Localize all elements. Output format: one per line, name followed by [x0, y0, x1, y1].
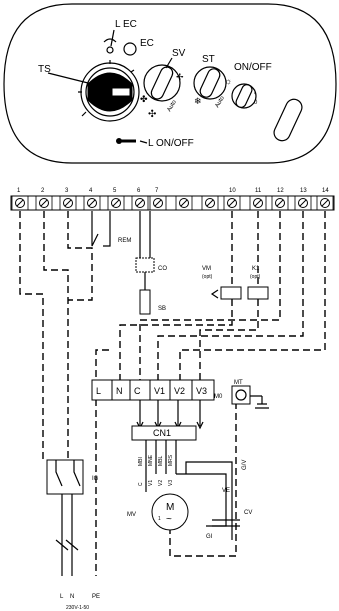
wire-color-label: MRS [168, 454, 174, 466]
motor-lead-label: V2 [158, 480, 164, 486]
switch-off-mark: 0 [254, 100, 258, 106]
cv-label: CV [244, 510, 252, 516]
ec-indicator-light [103, 38, 117, 54]
on-off-indicator-light [116, 138, 136, 144]
k1-label: K1 [252, 266, 260, 272]
terminal-number: 10 [229, 188, 236, 194]
fan-low-icon: ✢ [176, 72, 184, 82]
terminal-number: 3 [65, 188, 69, 194]
switch-on-mark: I [254, 90, 256, 96]
gv-label: G/V [242, 460, 248, 470]
sv-auto-label: Auto [167, 99, 179, 113]
k1-opt-label: (opt) [250, 274, 261, 280]
sv-label: SV [172, 48, 186, 59]
terminal-number: 1 [17, 188, 21, 194]
panel-slot [273, 98, 303, 142]
terminal-number: 6 [137, 188, 141, 194]
gi-label: GI [206, 534, 213, 540]
season-switch-knob[interactable] [193, 66, 227, 100]
fan-mid-icon: ✤ [140, 94, 148, 104]
ec-label: EC [140, 38, 154, 49]
cooling-snow-icon: ❄ [194, 96, 202, 106]
control-panel: TS L EC EC SV Auto ✢ ✤ ✣ ST Auto ☼ ❄ [3, 3, 337, 164]
cn1-connector [131, 425, 197, 441]
st-auto-label: Auto [215, 95, 227, 109]
fan-motor [151, 493, 189, 531]
terminal-number: 13 [300, 188, 307, 194]
wire-color-label: MNE [148, 454, 154, 466]
board-terminal-label: V1 [154, 386, 165, 396]
mv-label: MV [127, 512, 136, 518]
vm-label: VM [202, 266, 211, 272]
l-on-off-label: L ON/OFF [148, 138, 194, 149]
vm-opt-label: (opt) [202, 274, 213, 280]
terminal-number: 2 [41, 188, 45, 194]
cn1-label: CN1 [153, 428, 171, 438]
earth-terminal [231, 385, 251, 405]
on-off-label: ON/OFF [234, 62, 272, 73]
supply-n-label: N [70, 594, 74, 600]
ts-label: TS [38, 64, 51, 75]
rem-label: REM [118, 238, 131, 244]
co-label: CO [158, 266, 167, 272]
sb-label: SB [158, 306, 166, 312]
terminal-number: 11 [255, 188, 262, 194]
st-label: ST [202, 54, 215, 65]
fan-speed-knob[interactable] [143, 64, 181, 102]
terminal-number: 12 [277, 188, 284, 194]
motor-lead-label: V3 [168, 480, 174, 486]
ec-button[interactable] [123, 42, 137, 56]
supply-rating-label: 230V-1-50 [66, 605, 89, 611]
ve-label: VE [222, 488, 230, 494]
wire-color-label: MBI [138, 457, 144, 466]
l-ec-label: L EC [115, 19, 137, 30]
terminal-number: 14 [322, 188, 329, 194]
wire-color-label: MBL [158, 456, 164, 467]
motor-ac-symbol: ~ [166, 514, 172, 525]
m0-label: M0 [214, 394, 223, 400]
board-terminal-label: V3 [196, 386, 207, 396]
supply-pe-label: PE [92, 594, 100, 600]
motor-phase-label: 1 [158, 516, 161, 522]
motor-lead-label: V1 [148, 480, 154, 486]
heating-sun-icon: ☼ [224, 76, 232, 86]
board-terminal-label: N [116, 386, 123, 396]
motor-m-label: M [166, 502, 174, 513]
board-terminal-label: L [96, 386, 101, 396]
thermostat-knob[interactable] [78, 60, 140, 122]
fan-high-icon: ✣ [148, 109, 156, 120]
mt-label: MT [234, 380, 243, 386]
capacitor [212, 519, 240, 527]
terminal-number: 5 [113, 188, 117, 194]
wiring [19, 211, 326, 576]
motor-lead-label: C [138, 482, 144, 486]
supply-l-label: L [60, 594, 64, 600]
board-terminal-label: C [134, 386, 141, 396]
ig-label: IG [92, 476, 99, 482]
board-terminal-label: V2 [174, 386, 185, 396]
on-off-switch[interactable] [231, 83, 257, 109]
terminal-number: 7 [155, 188, 159, 194]
terminal-number: 4 [89, 188, 93, 194]
